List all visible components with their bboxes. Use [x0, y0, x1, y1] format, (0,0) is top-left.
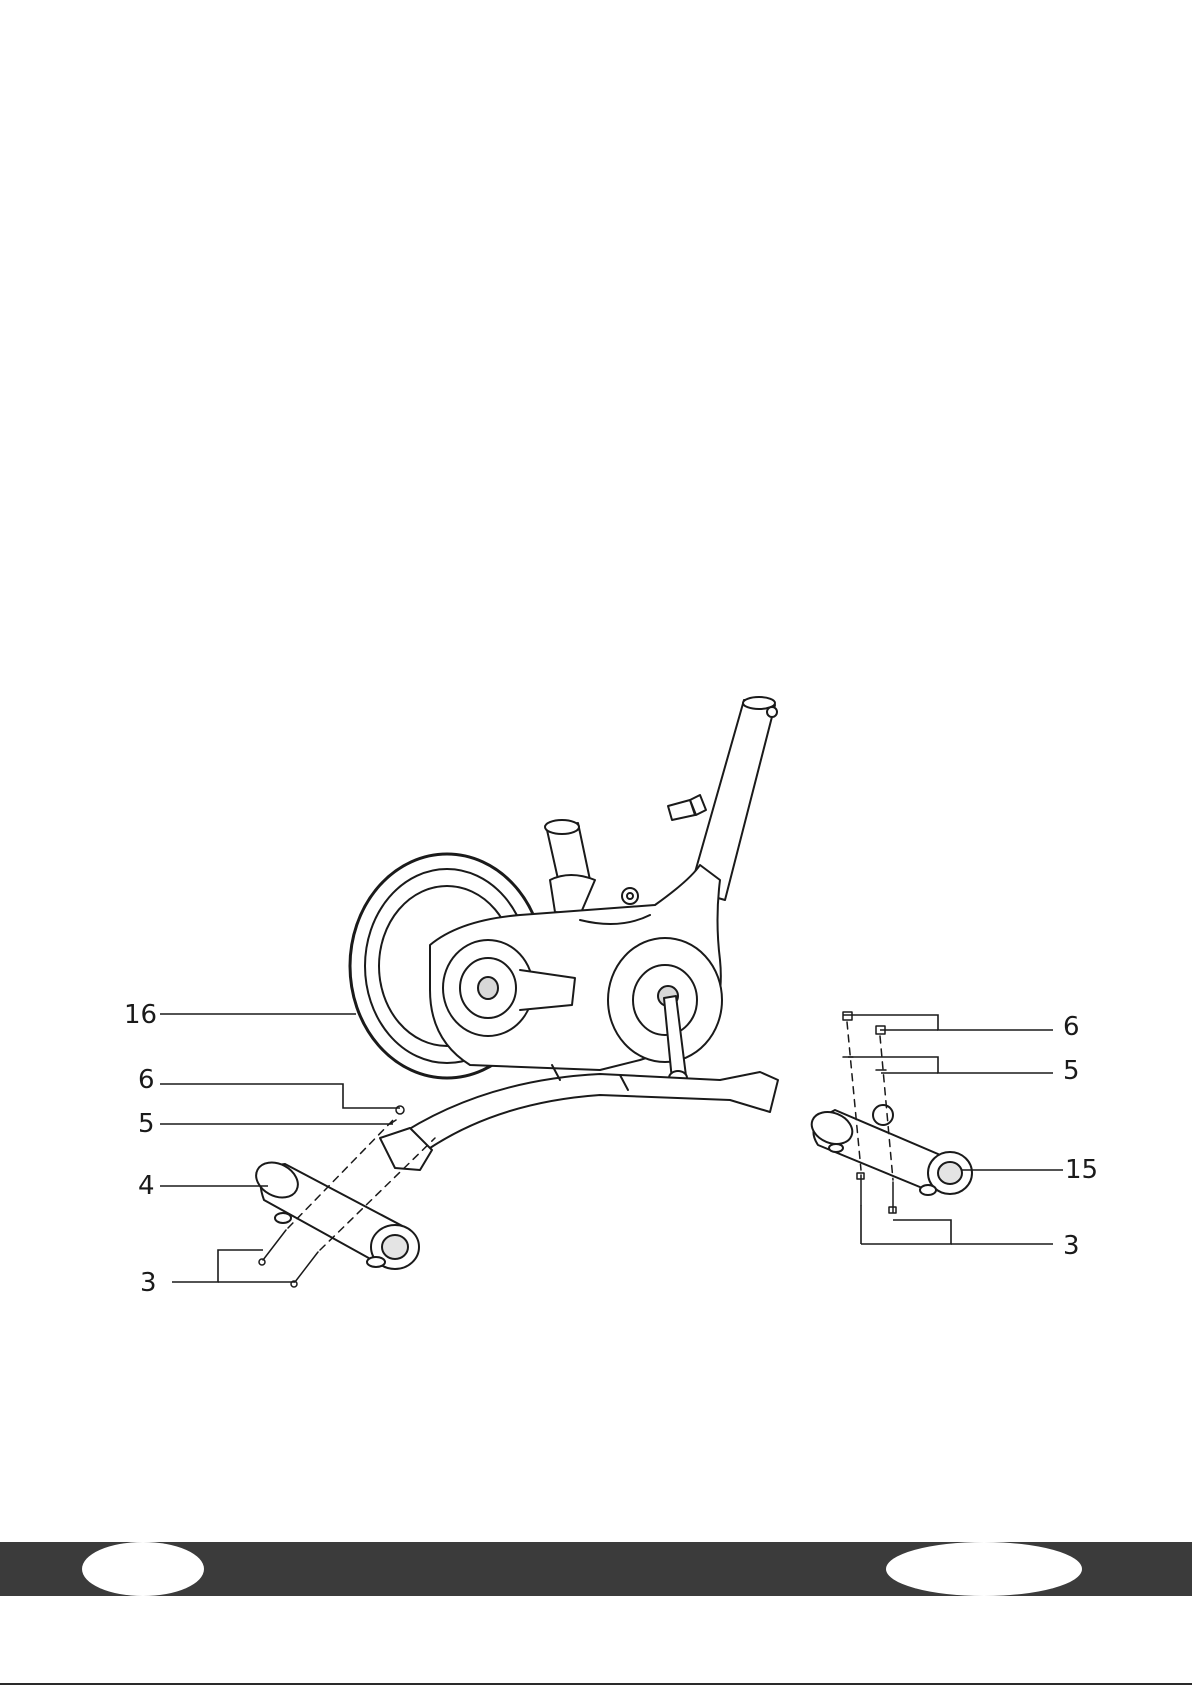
- callout-4: 4: [138, 1173, 155, 1199]
- callout-6-right: 6: [1063, 1014, 1080, 1040]
- callout-16: 16: [124, 1002, 157, 1028]
- seat-post-tube: [668, 697, 777, 900]
- right-stabilizer: [807, 1105, 972, 1195]
- page-number-pill-left: [82, 1542, 204, 1596]
- base-beam: [380, 1065, 778, 1170]
- bolts-left: [259, 1230, 318, 1287]
- callout-15: 15: [1065, 1157, 1098, 1183]
- callout-5-left: 5: [138, 1111, 155, 1137]
- page-number-pill-right: [886, 1542, 1082, 1596]
- left-stabilizer: [250, 1156, 419, 1269]
- callout-3-right: 3: [1063, 1233, 1080, 1259]
- bolts-right: [857, 1173, 896, 1213]
- callout-3-left: 3: [140, 1270, 157, 1296]
- callout-6-left: 6: [138, 1067, 155, 1093]
- handlebar-post: [545, 820, 595, 915]
- callout-5-right: 5: [1063, 1058, 1080, 1084]
